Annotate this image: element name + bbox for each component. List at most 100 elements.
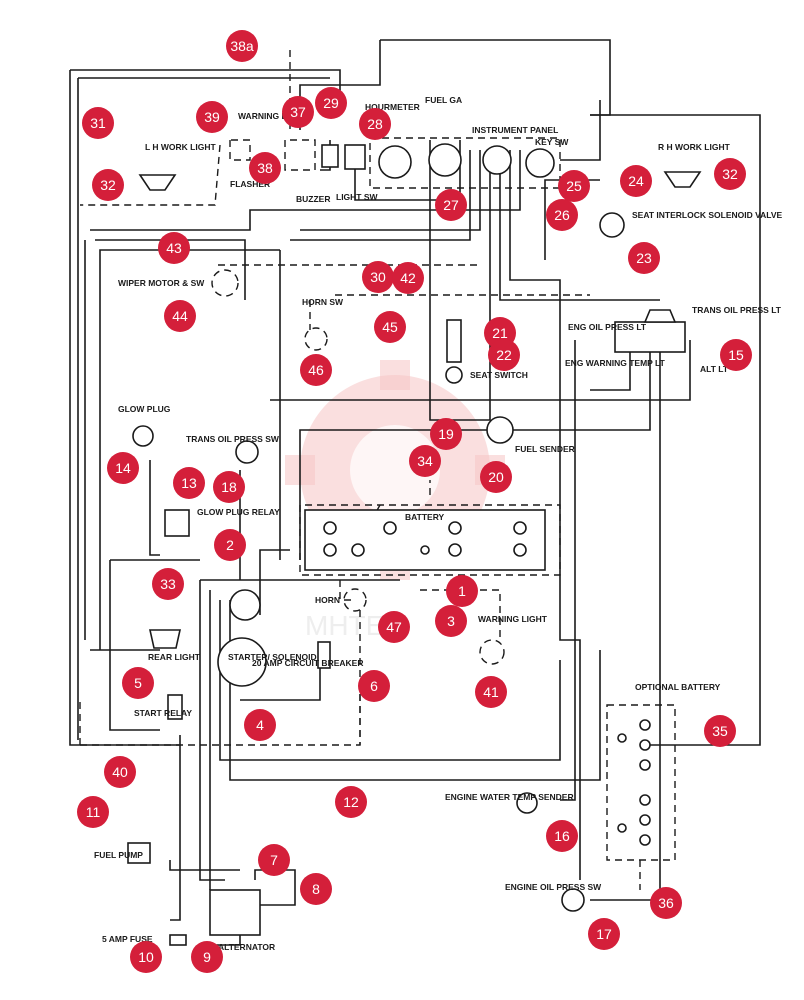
instrument-panel-label: INSTRUMENT PANEL xyxy=(472,125,558,135)
battery-label: BATTERY xyxy=(405,512,445,522)
alt-lt-label: ALT LT xyxy=(700,364,729,374)
callout-number: 24 xyxy=(628,173,644,189)
seat-switch-icon xyxy=(446,319,462,363)
starter-motor-icon xyxy=(217,637,267,687)
start-relay-label: START RELAY xyxy=(134,708,192,718)
callout-number: 33 xyxy=(160,576,176,592)
seat-switch-contact-icon xyxy=(445,366,463,384)
callout-number: 30 xyxy=(370,269,386,285)
callout-number: 28 xyxy=(367,116,383,132)
trans-oil-press-lt-label: TRANS OIL PRESS LT xyxy=(692,305,782,315)
callout-32: 32 xyxy=(92,169,124,201)
fuel-sender-label: FUEL SENDER xyxy=(515,444,575,454)
callout-10: 10 xyxy=(130,941,162,973)
callout-19: 19 xyxy=(430,418,462,450)
fuel-pump-label: FUEL PUMP xyxy=(94,850,143,860)
lh-work-light-label: L H WORK LIGHT xyxy=(145,142,216,152)
callout-number: 40 xyxy=(112,764,128,780)
warning-light-label: WARNING LIGHT xyxy=(478,614,548,624)
rh-work-light-icon xyxy=(663,171,702,188)
callout-number: 31 xyxy=(90,115,106,131)
callout-42: 42 xyxy=(392,262,424,294)
callout-number: 38 xyxy=(257,160,273,176)
callout-number: 34 xyxy=(417,453,433,469)
callout-11: 11 xyxy=(77,796,109,828)
eng-warning-temp-lt-label: ENG WARNING TEMP LT xyxy=(565,358,666,368)
callout-17: 17 xyxy=(588,918,620,950)
callout-number: 46 xyxy=(308,362,324,378)
callout-14: 14 xyxy=(107,452,139,484)
callout-13: 13 xyxy=(173,467,205,499)
trans-oil-press-sw-label: TRANS OIL PRESS SW xyxy=(186,434,280,444)
callout-number: 17 xyxy=(596,926,612,942)
callout-number: 16 xyxy=(554,828,570,844)
callout-38: 38 xyxy=(249,152,281,184)
eng-oil-press-lt-label: ENG OIL PRESS LT xyxy=(568,322,647,332)
fuel-gauge-icon xyxy=(428,143,462,177)
callout-number: 44 xyxy=(172,308,188,324)
callout-24: 24 xyxy=(620,165,652,197)
battery-icon xyxy=(304,509,546,571)
callout-number: 45 xyxy=(382,319,398,335)
callout-number: 5 xyxy=(134,675,142,691)
wiper-motor-icon xyxy=(211,269,239,297)
battery-cells-icon xyxy=(323,521,527,557)
callout-number: 20 xyxy=(488,469,504,485)
callout-number: 13 xyxy=(181,475,197,491)
warning-lights-cluster-icon xyxy=(614,321,686,353)
five-amp-fuse-label: 5 AMP FUSE xyxy=(102,934,153,944)
alternator-label: ALTERNATOR xyxy=(218,942,275,952)
callout-4: 4 xyxy=(244,709,276,741)
callout-35: 35 xyxy=(704,715,736,747)
seat-interlock-icon xyxy=(599,212,625,238)
callout-5: 5 xyxy=(122,667,154,699)
ignition-switch-icon xyxy=(482,145,512,175)
callout-39: 39 xyxy=(196,101,228,133)
circuit-breaker-label: 20 AMP CIRCUIT BREAKER xyxy=(252,658,363,668)
callout-number: 19 xyxy=(438,426,454,442)
light-sw-label: LIGHT SW xyxy=(336,192,379,202)
callout-12: 12 xyxy=(335,786,367,818)
callout-number: 12 xyxy=(343,794,359,810)
callout-15: 15 xyxy=(720,339,752,371)
callout-number: 4 xyxy=(256,717,264,733)
callout-number: 32 xyxy=(722,166,738,182)
callout-38a: 38a xyxy=(226,30,258,62)
callout-number: 18 xyxy=(221,479,237,495)
optional-circuits xyxy=(79,50,676,890)
callout-43: 43 xyxy=(158,232,190,264)
horn-label: HORN xyxy=(315,595,340,605)
callout-18: 18 xyxy=(213,471,245,503)
components: L H WORK LIGHT R H WORK LIGHT WARNING LT… xyxy=(94,95,783,952)
callout-number: 43 xyxy=(166,240,182,256)
alternator-icon xyxy=(209,889,261,936)
callout-29: 29 xyxy=(315,87,347,119)
callout-number: 6 xyxy=(370,678,378,694)
callout-40: 40 xyxy=(104,756,136,788)
horn-sw-label: HORN SW xyxy=(302,297,344,307)
callout-2: 2 xyxy=(214,529,246,561)
hourmeter-label: HOURMETER xyxy=(365,102,420,112)
glow-plug-label: GLOW PLUG xyxy=(118,404,171,414)
lh-work-light-icon xyxy=(138,174,177,191)
horn-icon xyxy=(343,588,367,612)
callout-number: 32 xyxy=(100,177,116,193)
callout-number: 25 xyxy=(566,178,582,194)
warning-light-icon xyxy=(479,639,505,665)
trans-oil-light-icon xyxy=(643,309,677,323)
callout-number: 41 xyxy=(483,684,499,700)
callout-9: 9 xyxy=(191,941,223,973)
callout-30: 30 xyxy=(362,261,394,293)
callout-number: 7 xyxy=(270,852,278,868)
seat-switch-label: SEAT SWITCH xyxy=(470,370,528,380)
callout-34: 34 xyxy=(409,445,441,477)
engine-water-temp-sender-icon xyxy=(516,792,538,814)
light-switch-icon xyxy=(344,144,366,170)
callout-31: 31 xyxy=(82,107,114,139)
rear-light-label: REAR LIGHT xyxy=(148,652,201,662)
rear-light-icon xyxy=(149,629,181,649)
callout-number: 37 xyxy=(290,104,306,120)
solenoid-icon xyxy=(229,589,261,621)
callout-number: 26 xyxy=(554,207,570,223)
